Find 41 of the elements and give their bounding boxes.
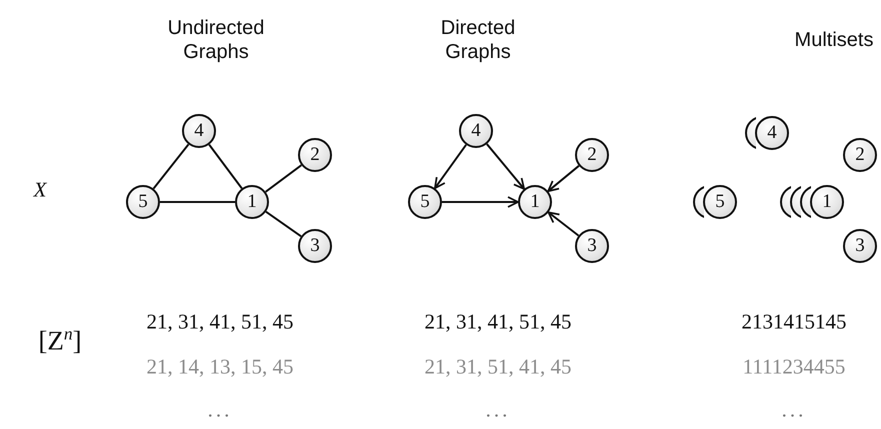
graph-vertex: 2 <box>298 138 332 172</box>
edge-line <box>152 144 190 190</box>
graph-vertex: 4 <box>459 114 493 148</box>
graph-vertex: 3 <box>298 229 332 263</box>
arrow <box>548 212 580 236</box>
ellipsis: ... <box>782 397 806 423</box>
ellipsis: ... <box>486 397 510 423</box>
sequence-text: 1111234455 <box>742 354 846 380</box>
graph-vertex: 5 <box>126 185 160 219</box>
row-symbol: [Z$^{n}$] <box>38 323 82 357</box>
column-heading: Multisets <box>794 28 874 52</box>
sequence-text: 21, 31, 51, 41, 45 <box>424 354 572 380</box>
stacked-vertex <box>790 185 801 219</box>
column-heading: Directed Graphs <box>440 16 516 64</box>
column-heading: Undirected Graphs <box>166 16 266 64</box>
graph-vertex: 2 <box>843 138 877 172</box>
arrow <box>547 165 580 192</box>
edge-line <box>208 144 243 189</box>
graph-vertex: 5 <box>703 185 737 219</box>
edge-line <box>265 210 302 238</box>
arrow <box>442 196 519 208</box>
graph-vertex: 4 <box>182 114 216 148</box>
graph-vertex: 1 <box>810 185 844 219</box>
edge-line <box>160 201 235 203</box>
graph-vertex: 3 <box>843 229 877 263</box>
stacked-vertex <box>800 185 811 219</box>
graph-vertex: 3 <box>575 229 609 263</box>
sequence-text: 21, 31, 41, 51, 45 <box>424 309 572 335</box>
row-symbol: X <box>34 177 46 203</box>
sequence-text: 2131415145 <box>742 309 846 335</box>
sequence-text: 21, 31, 41, 51, 45 <box>146 309 294 335</box>
arrow <box>434 144 467 190</box>
graph-vertex: 2 <box>575 138 609 172</box>
graph-vertex: 4 <box>755 116 789 150</box>
sequence-text: 21, 14, 13, 15, 45 <box>146 354 294 380</box>
graph-vertex: 5 <box>408 185 442 219</box>
ellipsis: ... <box>208 397 232 423</box>
arrow <box>486 143 526 190</box>
graph-vertex: 1 <box>235 185 269 219</box>
graph-vertex: 1 <box>518 185 552 219</box>
edge-line <box>265 164 302 193</box>
